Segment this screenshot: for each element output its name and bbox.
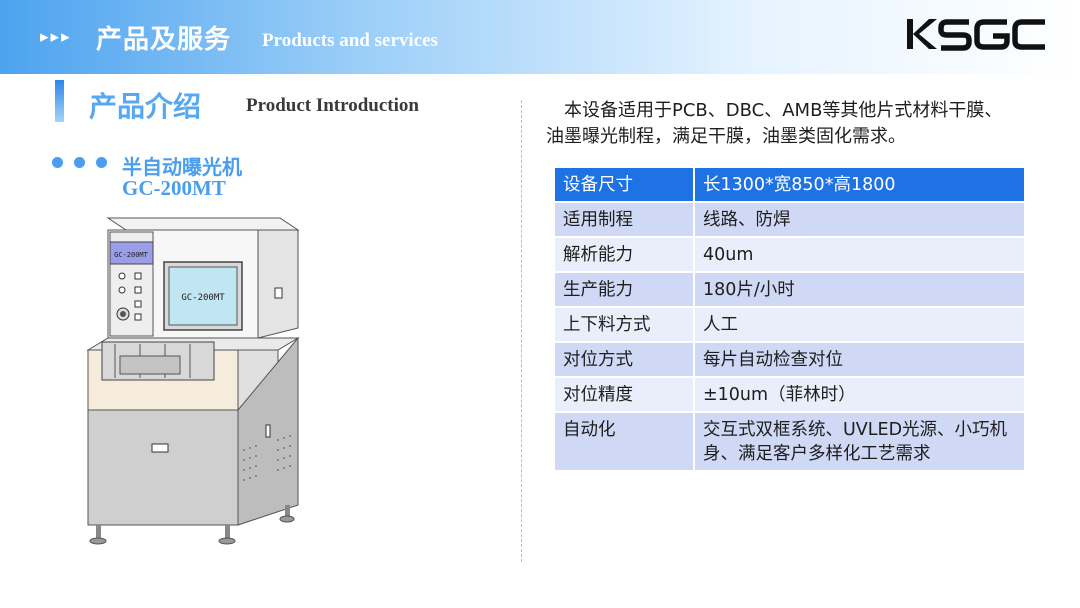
table-row: 对位方式 每片自动检查对位: [555, 342, 1024, 378]
header-band: ▸▸▸ 产品及服务 Products and services: [0, 0, 1080, 74]
spec-value: 180片/小时: [694, 272, 1024, 308]
bullet-dot: [74, 157, 85, 168]
panel-label: GC-200MT: [114, 251, 149, 259]
product-name: 半自动曝光机: [122, 155, 242, 179]
spec-key: 上下料方式: [555, 307, 695, 343]
bullet-dot: [96, 157, 107, 168]
table-row: 适用制程 线路、防焊: [555, 202, 1024, 238]
column-divider: [521, 100, 522, 562]
section-title-cn: 产品介绍: [89, 90, 202, 123]
machine-illustration: GC-200MT GC-200MT: [80, 210, 310, 555]
table-row: 自动化 交互式双框系统、UVLED光源、小巧机身、满足客户多样化工艺需求: [555, 412, 1024, 472]
table-row: 生产能力 180片/小时: [555, 272, 1024, 308]
bullet-dots-icon: [52, 157, 108, 171]
spec-table: 设备尺寸 长1300*宽850*高1800 适用制程 线路、防焊 解析能力 40…: [555, 168, 1024, 472]
spec-value: 长1300*宽850*高1800: [694, 168, 1024, 203]
bullet-dot: [52, 157, 63, 168]
spec-value: 交互式双框系统、UVLED光源、小巧机身、满足客户多样化工艺需求: [694, 412, 1024, 472]
header-title-en: Products and services: [262, 30, 438, 51]
spec-key: 生产能力: [555, 272, 695, 308]
spec-value: 人工: [694, 307, 1024, 343]
spec-value: 40um: [694, 237, 1024, 273]
spec-key: 对位方式: [555, 342, 695, 378]
spec-value: 每片自动检查对位: [694, 342, 1024, 378]
table-row: 对位精度 ±10um（菲林时）: [555, 377, 1024, 413]
screen-label: GC-200MT: [181, 293, 225, 303]
spec-key: 设备尺寸: [555, 168, 695, 203]
section-accent-bar: [55, 80, 64, 122]
spec-key: 自动化: [555, 412, 695, 472]
table-row: 设备尺寸 长1300*宽850*高1800: [555, 168, 1024, 203]
ksgc-logo: [905, 16, 1047, 52]
header-title-cn: 产品及服务: [96, 25, 232, 55]
product-description: 本设备适用于PCB、DBC、AMB等其他片式材料干膜、油墨曝光制程，满足干膜，油…: [546, 100, 1003, 147]
table-row: 上下料方式 人工: [555, 307, 1024, 343]
product-model: GC-200MT: [122, 176, 226, 200]
arrow-icons: ▸▸▸: [40, 27, 72, 47]
spec-key: 对位精度: [555, 377, 695, 413]
spec-value: 线路、防焊: [694, 202, 1024, 238]
spec-value: ±10um（菲林时）: [694, 377, 1024, 413]
spec-key: 解析能力: [555, 237, 695, 273]
table-row: 解析能力 40um: [555, 237, 1024, 273]
spec-key: 适用制程: [555, 202, 695, 238]
section-title-en: Product Introduction: [246, 95, 419, 116]
